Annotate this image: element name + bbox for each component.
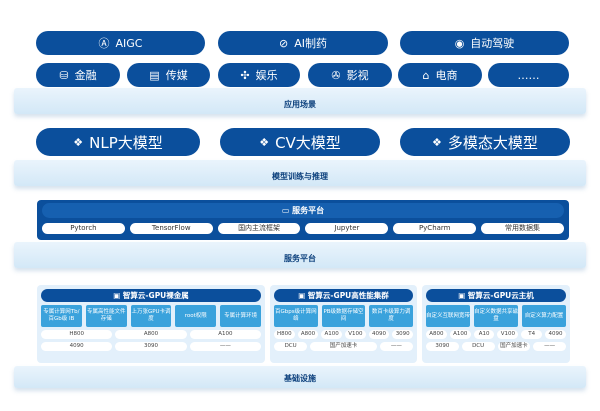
coins-icon: ⛁	[59, 68, 69, 82]
band-service: 服务平台	[14, 242, 586, 268]
gpu-chip: H800	[274, 330, 295, 339]
gpu-chip: A10	[473, 330, 495, 339]
card-title: ▣ 智算云-GPU裸金属	[41, 289, 261, 302]
chip-datasets[interactable]: 常用数据集	[481, 223, 564, 234]
gpu-chip: 国产加速卡	[497, 342, 531, 351]
feature: 自定义数据共享磁盘	[474, 305, 518, 327]
model-multimodal[interactable]: ❖多模态大模型	[400, 128, 570, 156]
gpu-chip: V100	[497, 330, 519, 339]
feature: 专属计算环境	[220, 305, 261, 327]
card-hpc-cluster: ▣ 智算云-GPU高性能集群 百Gbps级计算网络 PB级数据存储空间 数百卡级…	[270, 285, 417, 363]
gamepad-icon: ✣	[240, 68, 250, 82]
app-finance[interactable]: ⛁金融	[36, 63, 120, 87]
gpu-chip: H800	[41, 330, 113, 339]
cubes-icon: ❖	[73, 135, 84, 149]
gpu-icon: ▣	[458, 291, 468, 300]
band-infra: 基础设施	[14, 366, 586, 388]
gpu-chip: 4090	[368, 330, 390, 339]
film-reel-icon: ✇	[331, 68, 341, 82]
card-cloud-host: ▣ 智算云-GPU云主机 自定义互联网宽带 自定义数据共享磁盘 自定义算力配置 …	[422, 285, 570, 363]
feature: 自定义互联网宽带	[426, 305, 470, 327]
gpu-chip: A100	[189, 330, 261, 339]
gpu-chip: A100	[449, 330, 471, 339]
app-ecommerce[interactable]: ⌂电商	[398, 63, 482, 87]
band-models: 模型训练与推理	[14, 160, 586, 186]
feature: 自定义算力配置	[522, 305, 566, 327]
chip-pycharm[interactable]: PyCharm	[393, 223, 477, 234]
feature: 上万张GPU卡调度	[130, 305, 172, 327]
app-film[interactable]: ✇影视	[308, 63, 392, 87]
card-title: ▣ 智算云-GPU高性能集群	[274, 289, 413, 302]
gpu-chip: ——	[189, 342, 261, 351]
gpu-chip: DCU	[274, 342, 308, 351]
band-applications: 应用场景	[14, 88, 586, 114]
chip-pytorch[interactable]: Pytorch	[42, 223, 125, 234]
gpu-chip: ——	[379, 342, 413, 351]
app-autonomous-driving[interactable]: ◉自动驾驶	[400, 31, 569, 55]
feature: 百Gbps级计算网络	[274, 305, 318, 327]
app-more[interactable]: ……	[488, 63, 569, 87]
gpu-chip: 国产加速卡	[310, 342, 377, 351]
gpu-icon: ▣	[298, 291, 308, 300]
gpu-chip: ——	[533, 342, 566, 351]
gpu-chip: A800	[297, 330, 319, 339]
card-title: ▣ 智算云-GPU云主机	[426, 289, 566, 302]
gpu-chip: 4090	[41, 342, 113, 351]
pill-icon: ⊘	[279, 36, 289, 50]
feature: 数百卡级算力调度	[369, 305, 414, 327]
ai-head-icon: Ⓐ	[98, 37, 110, 50]
card-bare-metal: ▣ 智算云-GPU裸金属 专属计算网Tb/百Gb级 IB 专属高性能文件存储 上…	[37, 285, 265, 363]
model-nlp[interactable]: ❖NLP大模型	[36, 128, 200, 156]
gpu-chip: 3090	[115, 342, 187, 351]
gpu-chip: A800	[426, 330, 447, 339]
chip-jupyter[interactable]: Jupyter	[305, 223, 389, 234]
gpu-chip: T4	[521, 330, 543, 339]
chip-domestic-frameworks[interactable]: 国内主流框架	[217, 223, 301, 234]
gpu-chip: V100	[345, 330, 366, 339]
gpu-chip: DCU	[461, 342, 495, 351]
chip-tensorflow[interactable]: TensorFlow	[129, 223, 213, 234]
app-entertainment[interactable]: ✣娱乐	[218, 63, 300, 87]
cubes-icon: ❖	[432, 135, 442, 149]
store-icon: ⌂	[422, 68, 430, 82]
steering-icon: ◉	[454, 36, 465, 50]
gpu-chip: A100	[321, 330, 343, 339]
gpu-chip: A800	[115, 330, 187, 339]
monitor-icon: ▭	[281, 206, 293, 215]
app-media[interactable]: ▤传媒	[127, 63, 210, 87]
service-platform-title: ▭ 服务平台	[42, 203, 564, 218]
feature: 专属高性能文件存储	[85, 305, 127, 327]
model-cv[interactable]: ❖CV大模型	[220, 128, 380, 156]
feature: PB级数据存储空间	[321, 305, 366, 327]
app-ai-pharma[interactable]: ⊘AI制药	[218, 31, 388, 55]
service-platform: ▭ 服务平台 Pytorch TensorFlow 国内主流框架 Jupyter…	[37, 200, 569, 240]
feature: root权限	[175, 305, 217, 327]
newspaper-icon: ▤	[149, 68, 160, 82]
cubes-icon: ❖	[259, 135, 270, 149]
gpu-chip: 3090	[392, 330, 414, 339]
feature: 专属计算网Tb/百Gb级 IB	[41, 305, 82, 327]
gpu-icon: ▣	[113, 291, 123, 300]
gpu-chip: 4090	[545, 330, 566, 339]
gpu-chip: 3090	[426, 342, 459, 351]
